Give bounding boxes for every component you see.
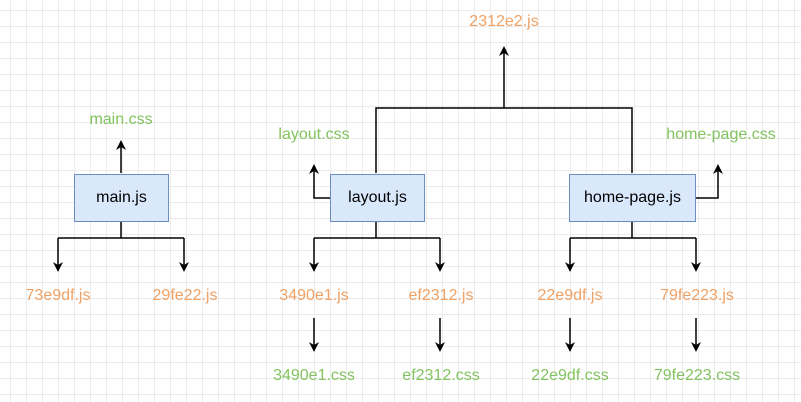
layout-chunk-b-css-label: ef2312.css <box>402 367 480 384</box>
main-chunk-b-label: 29fe22.js <box>152 287 218 304</box>
root-bundle-label: 2312e2.js <box>469 13 539 30</box>
home-page-css-label: home-page.css <box>666 126 776 143</box>
edge-home-branch <box>570 222 696 239</box>
home-page-js-node[interactable]: home-page.js <box>569 174 696 222</box>
layout-js-node[interactable]: layout.js <box>330 174 425 222</box>
home-chunk-a-css-label: 22e9df.css <box>531 367 609 384</box>
edge-layout-to-layout-css <box>309 164 330 199</box>
edge-layout-branch <box>314 222 440 239</box>
main-chunk-a-label: 73e9df.js <box>25 287 91 304</box>
layout-chunk-b-label: ef2312.js <box>408 287 474 304</box>
edge-root-bracket <box>375 107 633 173</box>
edge-home-to-home-css <box>696 164 723 199</box>
edge-main-branch <box>58 222 184 239</box>
home-chunk-a-label: 22e9df.js <box>537 287 603 304</box>
layout-css-label: layout.css <box>278 126 350 143</box>
home-chunk-b-label: 79fe223.js <box>660 287 734 304</box>
layout-chunk-a-label: 3490e1.js <box>279 287 349 304</box>
home-chunk-b-css-label: 79fe223.css <box>653 367 741 384</box>
layout-chunk-a-css-label: 3490e1.css <box>273 367 355 384</box>
main-js-node[interactable]: main.js <box>74 174 169 222</box>
main-css-label: main.css <box>89 111 153 128</box>
